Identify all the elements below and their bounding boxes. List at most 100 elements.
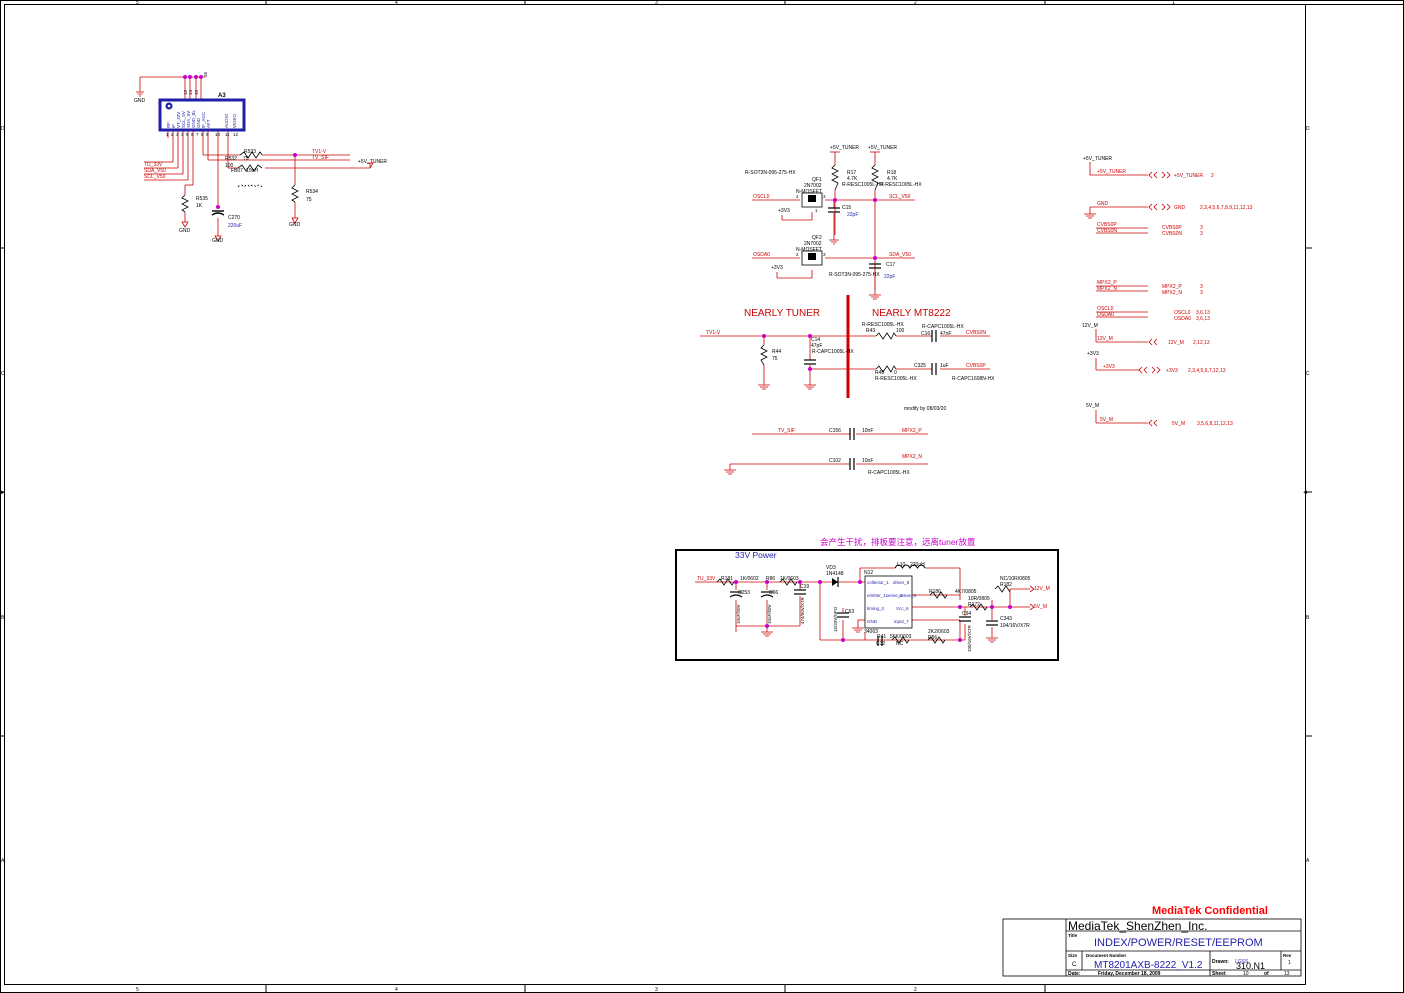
review-stamp: 310.N1 <box>1236 961 1265 971</box>
offpage-pages: 2 <box>1211 173 1214 179</box>
zone-label-side: B <box>1 615 5 621</box>
ref-label: R535 <box>196 196 208 202</box>
nearly-tuner-label: NEARLY TUNER <box>744 308 820 319</box>
size-label: Size <box>1068 953 1078 958</box>
pin-number: 1 <box>815 208 818 213</box>
pin-number: 2 <box>796 252 799 257</box>
ref-label: C253 <box>738 590 750 596</box>
offpage-pages: 3,6,13 <box>1196 316 1210 322</box>
offpage-net: +3V3 <box>1103 364 1115 370</box>
gnd-label: GND <box>212 238 224 244</box>
power-label: +5V_TUNER <box>830 145 859 151</box>
value-label: 47nF <box>940 331 951 337</box>
tv-cvbs-section: NEARLY TUNER NEARLY MT8222 <box>700 295 995 476</box>
zone-label-side: B <box>1306 615 1310 621</box>
net-label: SDA_V50 <box>889 252 911 258</box>
offpage-connectors: +5V_TUNER +5V_TUNER +5V_TUNER 2 GND GND … <box>1082 156 1253 427</box>
footprint-label: R-RESC1005L-HX <box>842 182 884 188</box>
footprint-label: R-CAPC1005L-HX <box>812 349 854 355</box>
tuner-pin-number: 5 <box>186 132 189 137</box>
drawn-value: LGSS <box>1235 959 1249 965</box>
zone-label-side: D <box>1306 126 1310 132</box>
offpage-pages: 3 <box>1200 225 1203 231</box>
tuner-pin-name: AUDIO <box>224 113 229 128</box>
tuner-pin-name: AFT <box>206 119 211 128</box>
gnd-label: GND <box>179 228 191 234</box>
power-33v-section: 会产生干扰，排板要注意，远离tuner放置 33V Power <box>675 537 1059 661</box>
value-label: 2N7002 <box>804 241 822 247</box>
offpage-name: MPX2_N <box>1162 290 1182 296</box>
tuner-pin-name: VIDEO <box>232 113 237 128</box>
value-label: 104/16V/X7R <box>1000 623 1030 629</box>
ref-label: R534 <box>306 189 318 195</box>
date-label: Date: <box>1068 971 1081 977</box>
net-label: TV_SIF <box>778 428 795 434</box>
tuner-pin-number: 4 <box>181 132 184 137</box>
value-label: 22pF <box>884 274 895 280</box>
offpage-net: +5V_TUNER <box>1097 169 1126 175</box>
ref-label: R43 <box>866 328 875 334</box>
ic-pin-right: Vcc_6 <box>896 606 909 611</box>
title-label: Title <box>1068 933 1078 938</box>
value-label: 0 <box>894 370 897 376</box>
ref-label: N12 <box>864 570 873 576</box>
ref-label: C15 <box>842 205 851 211</box>
footprint-label: R-CAPC1005L-HX <box>922 324 964 330</box>
confidential-label: MediaTek Confidential <box>1152 905 1268 917</box>
tuner-pin-name: VT_33V <box>176 112 181 128</box>
value-label: NC/10R/0805 <box>1000 576 1031 582</box>
ref-label: R45 <box>875 370 884 376</box>
net-label: TV1-V <box>312 149 327 155</box>
ref-label: VD3 <box>826 565 836 571</box>
footprint-label: R-SOT3N-095-275-HX <box>829 272 880 278</box>
tuner-pin-number: 7 <box>196 132 199 137</box>
sheet-title: INDEX/POWER/RESET/EEPROM <box>1094 937 1263 949</box>
net-label: TV1-V <box>706 330 721 336</box>
net-label: 5V_M <box>1034 604 1047 610</box>
ic-pin-left: collector_1 <box>867 580 889 585</box>
tuner-pin-number: 8 <box>201 132 204 137</box>
value-label: 75 <box>772 356 778 362</box>
tuner-pin-number: 10 <box>215 132 221 137</box>
offpage-name: MPX2_P <box>1162 284 1182 290</box>
offpage-name: OSDA0 <box>1174 316 1191 322</box>
offpage-net: MPX2_P <box>1097 280 1117 286</box>
tuner-pin-name: SCL_5V <box>181 111 186 128</box>
net-label: 12V_M <box>1034 586 1050 592</box>
value-label: 4.7K <box>847 176 858 182</box>
tuner-pin-number: 15 <box>194 89 199 95</box>
value-label: 10uF/50V <box>767 604 772 624</box>
offpage-pages: 2,12,13 <box>1193 340 1210 346</box>
ref-label: C17 <box>886 262 895 268</box>
ref-label: R533 <box>244 149 256 155</box>
tuner-pin-number: 6 <box>191 132 194 137</box>
value-label: 220uF <box>228 223 242 229</box>
value-label: 56K/0603 <box>890 634 912 640</box>
ref-label: FB07 <box>231 168 243 174</box>
value-label: NC <box>896 641 904 647</box>
rev-value: 1 <box>1288 960 1291 966</box>
offpage-name: +3V3 <box>1166 368 1178 374</box>
ic-pin-right: driver_8 <box>893 580 910 585</box>
docnum-label: Document Number <box>1086 953 1127 958</box>
ref-label: R41 <box>877 634 886 640</box>
ref-label: R186 <box>929 589 941 595</box>
value-label: 2N7002 <box>804 183 822 189</box>
power-label: +3V3 <box>771 265 783 271</box>
offpage-net: MPX2_N <box>1097 286 1117 292</box>
ref-label: R18 <box>887 170 896 176</box>
zone-label-side: C <box>1306 371 1310 377</box>
ref-label: R86 <box>766 576 775 582</box>
value-label: 1K <box>196 203 203 209</box>
ref-label: C19 <box>800 584 809 590</box>
ref-label: C102 <box>829 458 841 464</box>
value-label: 10uF/50V <box>736 604 741 624</box>
value-label: N-MOSFET <box>796 247 822 253</box>
gnd-label: GND <box>289 222 301 228</box>
offpage-pages: 3 <box>1200 231 1203 237</box>
net-label: OSCL0 <box>753 194 770 200</box>
title-block: MediaTek Confidential MediaTek_ShenZhen_… <box>1002 905 1302 977</box>
value-label: 220uH <box>910 562 925 568</box>
offpage-top: 5V_M <box>1086 403 1099 409</box>
net-label: MPX2_N <box>902 454 922 460</box>
